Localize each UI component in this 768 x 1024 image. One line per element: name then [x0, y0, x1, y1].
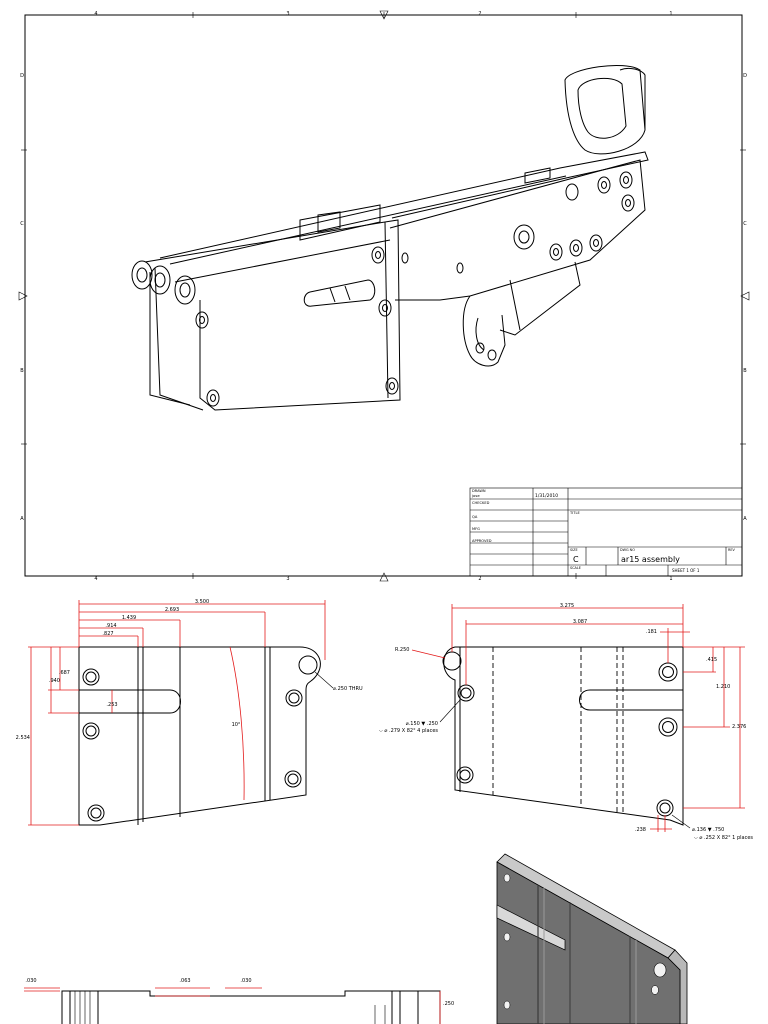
zone-col-1-bottom: 1: [669, 576, 672, 582]
dim-angle-10: 10°: [232, 722, 241, 728]
cb2-note-line2: ⌵ ⌀ .252 X 82° 1 places: [694, 835, 753, 841]
dwg-no-label: DWG NO: [620, 548, 635, 552]
zone-row-a-left: A: [20, 516, 24, 522]
bottom-view-outline: [61, 990, 441, 1024]
dim-2693: 2.693: [165, 607, 179, 613]
dim-030-right: .030: [240, 978, 251, 984]
drawing-sheet: 4 3 2 1 4 3 2 1 D C B A D C B A: [18, 10, 750, 582]
zone-col-1-top: 1: [669, 11, 672, 17]
dim-063: .063: [179, 978, 190, 984]
zone-row-d-left: D: [20, 73, 24, 79]
zone-col-3-top: 3: [286, 11, 289, 17]
dim-030-left: .030: [25, 978, 36, 984]
size-value: C: [573, 555, 579, 564]
dim-r250: R.250: [395, 647, 409, 653]
center-mark-top-icon: [379, 10, 389, 20]
drawn-date: 1/31/2010: [535, 493, 558, 499]
zone-row-a-right: A: [743, 516, 747, 522]
rev-label: REV: [728, 548, 735, 552]
zone-row-c-left: C: [20, 221, 24, 227]
dim-3500: 3.500: [195, 599, 209, 605]
zone-row-b-left: B: [20, 368, 24, 374]
zone-row-d-right: D: [743, 73, 747, 79]
bottom-view: .030 .063 .030 .250: [24, 978, 454, 1024]
qa-label: QA: [472, 515, 478, 519]
mfg-label: MFG: [472, 527, 480, 531]
size-label: SIZE: [570, 548, 578, 552]
side-pivot-hole: [442, 651, 462, 671]
hole-note-250-thru: ⌀.250 THRU: [333, 686, 363, 692]
front-slot: [79, 689, 181, 714]
front-pivot-hole: [298, 655, 318, 675]
checked-label: CHECKED: [472, 501, 490, 505]
dim-827: .827: [102, 631, 113, 637]
cb-note-line1: ⌀.150 ▼ .250: [406, 721, 438, 727]
dim-415: .415: [706, 657, 717, 663]
title-label: TITLE: [569, 511, 580, 515]
sheet-value: SHEET 1 OF 1: [672, 568, 700, 573]
title-block: DRAWN jose 1/31/2010 CHECKED QA MFG APPR…: [469, 487, 743, 577]
zone-row-c-right: C: [743, 221, 747, 227]
dim-238: .238: [635, 827, 646, 833]
side-slot: [579, 689, 683, 711]
drawn-label: DRAWN: [472, 489, 486, 493]
dim-250: .250: [443, 1001, 454, 1007]
center-mark-left-icon: [18, 291, 28, 301]
dim-687: .687: [59, 670, 70, 676]
dim-2376: 2.376: [732, 724, 746, 730]
dim-1210: 1.210: [716, 684, 730, 690]
dim-3275: 3.275: [560, 603, 574, 609]
side-view-outline: [443, 646, 684, 826]
dim-3087: 3.087: [573, 619, 587, 625]
zone-row-b-right: B: [743, 368, 747, 374]
dim-914: .914: [105, 623, 116, 629]
dwg-no-value: ar15 assembly: [621, 555, 680, 564]
dim-253: .253: [106, 702, 117, 708]
cb-note-line2: ⌵ ⌀ .279 X 82° 4 places: [379, 728, 438, 734]
zone-col-2-top: 2: [478, 11, 481, 17]
dim-940: .940: [49, 678, 60, 684]
shaded-isometric-part: [496, 853, 688, 1024]
approved-label: APPROVED: [472, 539, 492, 543]
front-view: 3.500 2.693 1.439 .914 .827 2.534 .687 .…: [16, 599, 363, 826]
dim-1439: 1.439: [122, 615, 136, 621]
dim-181: .181: [646, 629, 657, 635]
drawn-by: jose: [471, 493, 480, 498]
dim-2534: 2.534: [16, 735, 30, 741]
side-view: 3.275 3.087 .181 .415 1.210 2.376 R.250 …: [379, 603, 753, 841]
front-view-outline: [78, 646, 321, 826]
cb2-note-line1: ⌀.136 ▼ .750: [692, 827, 724, 833]
isometric-assembly-view: [131, 64, 649, 411]
center-mark-bottom-icon: [379, 572, 389, 582]
scale-label: SCALE: [570, 566, 581, 570]
sheet-border: [24, 14, 743, 577]
zone-col-3-bottom: 3: [286, 576, 289, 582]
center-mark-right-icon: [740, 291, 750, 301]
zone-col-2-bottom: 2: [478, 576, 481, 582]
zone-col-4-bottom: 4: [94, 576, 97, 582]
zone-col-4-top: 4: [94, 11, 97, 17]
